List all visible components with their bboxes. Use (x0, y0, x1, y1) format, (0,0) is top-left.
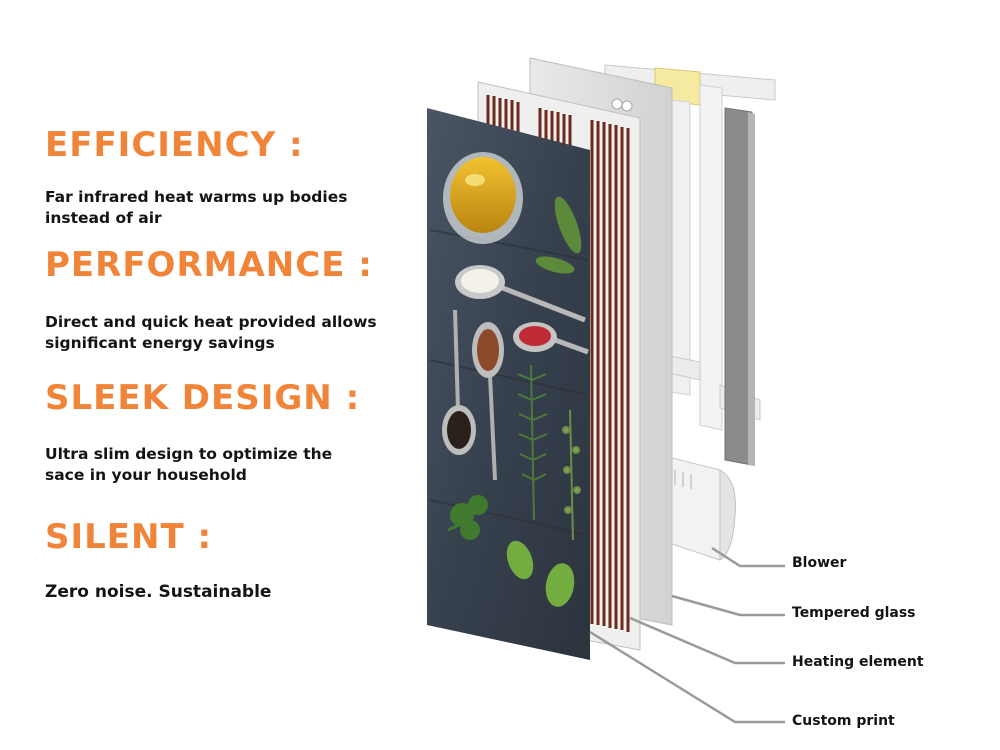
feature-silent: SILENT : Zero noise. Sustainable (45, 517, 405, 603)
feature-title: SLEEK DESIGN : (45, 378, 361, 418)
leader-lines (589, 546, 785, 724)
feature-title: SILENT : (45, 517, 213, 557)
feature-title: PERFORMANCE : (45, 245, 373, 285)
heating-element-leader (629, 616, 785, 665)
callout-custom-print: Custom print (792, 713, 895, 729)
feature-sleek-design: SLEEK DESIGN : Ultra slim design to opti… (45, 378, 360, 486)
feature-text: Direct and quick heat provided allows si… (45, 313, 377, 352)
feature-efficiency: EFFICIENCY : Far infrared heat warms up … (45, 125, 375, 229)
feature-text: Far infrared heat warms up bodies instea… (45, 188, 348, 227)
callout-heating-element: Heating element (792, 654, 924, 670)
basil-leaf-icon (506, 540, 575, 607)
callout-tempered-glass: Tempered glass (792, 605, 916, 621)
custom-print-panel (427, 108, 590, 660)
rosemary-sprig-icon (517, 364, 548, 521)
thyme-sprig-icon (562, 409, 581, 541)
pepper-spoon-icon (513, 322, 589, 355)
custom-print-leader (589, 630, 785, 724)
peppercorn-spoon-icon (442, 309, 504, 481)
feature-title: EFFICIENCY : (45, 125, 304, 165)
olive-oil-bowl-icon (443, 152, 523, 244)
feature-text: Zero noise. Sustainable (45, 582, 272, 602)
parsley-icon (447, 495, 488, 540)
bay-leaf-icon (535, 196, 582, 274)
feature-performance: PERFORMANCE : Direct and quick heat prov… (45, 245, 405, 354)
callout-blower: Blower (792, 555, 847, 571)
salt-spoon-icon (455, 265, 586, 323)
blower-leader (711, 546, 785, 568)
tempered-glass-leader (671, 594, 785, 617)
feature-text: Ultra slim design to optimize the sace i… (45, 445, 333, 484)
mounting-frame (604, 64, 776, 466)
